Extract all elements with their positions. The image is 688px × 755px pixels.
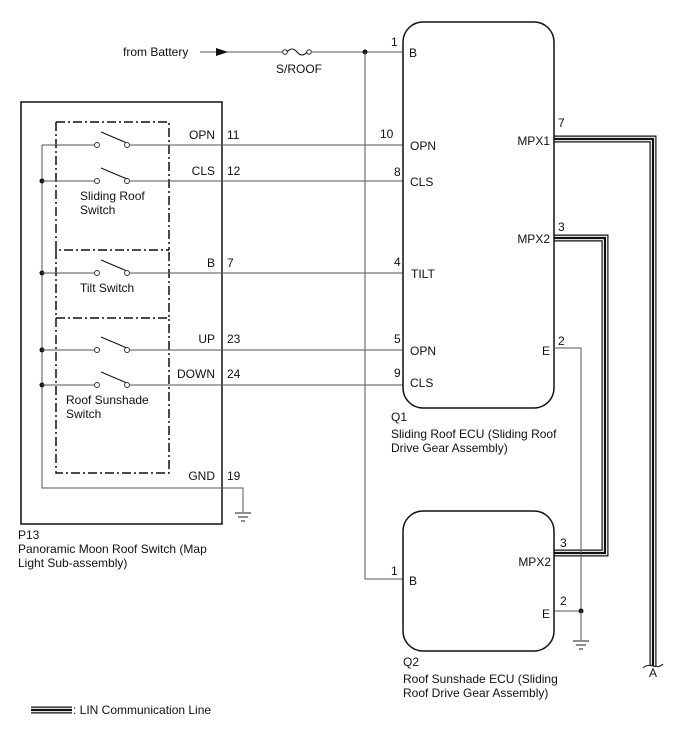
p13-pin-num: 12 xyxy=(227,164,241,178)
switch-contact-icon xyxy=(100,371,128,384)
q2-box xyxy=(402,510,555,652)
lin-bus-mpx2 xyxy=(553,234,609,557)
p13-pin-num: 24 xyxy=(227,367,241,381)
fuse-icon xyxy=(286,48,308,56)
p13-pin-name: GND xyxy=(188,469,215,483)
p13-box xyxy=(20,101,223,525)
q1-pin-num: 4 xyxy=(394,255,401,269)
switch-contact-icon xyxy=(100,131,128,144)
q2-component: 1 B MPX2 3 E 2 Q2 Roof Sunshade ECU (Sli… xyxy=(391,510,589,700)
q1-pin-num: 2 xyxy=(558,334,565,348)
p13-pin-name: OPN xyxy=(189,128,215,142)
q2-pin-name: B xyxy=(409,574,417,588)
p13-code: P13 xyxy=(18,528,40,542)
p13-component: Sliding Roof Switch Tilt Switch Roof Sun… xyxy=(18,101,405,570)
fuse-terminal-right xyxy=(306,49,312,55)
q1-pin-num: 10 xyxy=(380,127,394,141)
q1-code: Q1 xyxy=(391,410,407,424)
q1-name: Sliding Roof ECU (Sliding Roof xyxy=(391,427,557,441)
q1-pin-name: CLS xyxy=(410,175,433,189)
q1-pin-name: TILT xyxy=(411,267,435,281)
sunshade-switch-group xyxy=(55,318,170,474)
arrow-icon xyxy=(216,48,228,56)
tilt-switch-group xyxy=(55,250,170,319)
p13-pin-name: B xyxy=(207,256,215,270)
wire-break-icon xyxy=(642,663,664,669)
fuse-terminal-left xyxy=(282,49,288,55)
p13-pin-name: UP xyxy=(198,332,215,346)
q2-pin-name: MPX2 xyxy=(518,555,551,569)
p13-pin-name: CLS xyxy=(192,164,215,178)
sliding-roof-switch-label: Sliding Roof xyxy=(80,189,145,203)
p13-pin-num: 23 xyxy=(227,332,241,346)
q1-pin-name: B xyxy=(409,46,417,60)
q1-pin-num: 1 xyxy=(391,35,398,49)
q2-pin-name: E xyxy=(542,607,550,621)
switch-down xyxy=(39,371,405,388)
q1-box xyxy=(402,21,555,409)
sunshade-switch-label-2: Switch xyxy=(66,407,101,421)
p13-name-2: Light Sub-assembly) xyxy=(18,556,127,570)
q2-name: Roof Sunshade ECU (Sliding xyxy=(403,672,558,686)
tilt-switch-label: Tilt Switch xyxy=(80,281,134,295)
legend: : LIN Communication Line xyxy=(31,703,211,717)
battery-feed: from Battery S/ROOF xyxy=(123,45,405,580)
switch-up xyxy=(39,336,405,353)
q1-pin-num: 5 xyxy=(394,332,401,346)
q1-pin-name: MPX2 xyxy=(517,232,550,246)
legend-text: : LIN Communication Line xyxy=(73,703,211,717)
q2-pin-num: 1 xyxy=(391,564,398,578)
q2-pin-num: 3 xyxy=(560,536,567,550)
fuse-label: S/ROOF xyxy=(276,62,322,76)
q1-pin-name: OPN xyxy=(410,139,436,153)
p13-name: Panoramic Moon Roof Switch (Map xyxy=(18,542,207,556)
q1-pin-num: 3 xyxy=(558,220,565,234)
battery-to-q2-wire xyxy=(364,52,405,580)
q1-pin-name: CLS xyxy=(410,376,433,390)
connector-a-label: A xyxy=(649,666,657,680)
q1-e-ground-wire xyxy=(554,347,582,611)
q1-component: 1 B 10 OPN 8 CLS 4 TILT 5 OPN 9 CLS MPX1… xyxy=(380,21,582,611)
q1-pin-name: MPX1 xyxy=(517,134,550,148)
q2-name-2: Roof Drive Gear Assembly) xyxy=(403,686,548,700)
p13-pin-num: 11 xyxy=(227,128,240,142)
lin-bus-mpx1 xyxy=(553,135,664,669)
switch-contact-icon xyxy=(100,336,128,349)
p13-pin-num: 7 xyxy=(227,256,234,270)
q1-pin-num: 7 xyxy=(558,116,565,130)
q1-pin-name: OPN xyxy=(410,344,436,358)
from-battery-label: from Battery xyxy=(123,45,188,59)
sliding-roof-switch-label-2: Switch xyxy=(80,203,115,217)
q1-pin-num: 9 xyxy=(394,366,401,380)
q1-name-2: Drive Gear Assembly) xyxy=(391,441,508,455)
sunshade-switch-label: Roof Sunshade xyxy=(66,393,149,407)
switch-opn xyxy=(42,131,405,148)
q1-pin-name: E xyxy=(542,344,550,358)
switch-contact-icon xyxy=(100,167,128,180)
q1-pin-num: 8 xyxy=(394,165,401,179)
q2-code: Q2 xyxy=(403,655,419,669)
p13-pin-name: DOWN xyxy=(177,367,215,381)
p13-pin-num: 19 xyxy=(227,469,241,483)
q2-pin-num: 2 xyxy=(560,594,567,608)
switch-contact-icon xyxy=(100,259,128,272)
switch-tilt xyxy=(39,259,405,276)
switch-cls xyxy=(39,167,405,184)
common-ground-wire xyxy=(41,145,244,512)
